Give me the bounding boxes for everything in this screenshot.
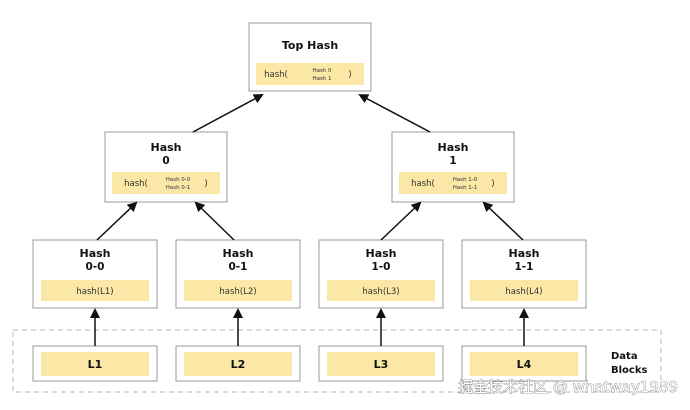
leaf-l1: L1 bbox=[32, 345, 158, 382]
hash-0-1-title: Hash bbox=[222, 247, 253, 260]
hash-1-0-sub: 1-0 bbox=[372, 261, 391, 273]
leaf-l1-label: L1 bbox=[88, 358, 103, 371]
arrow-hash10-to-hash1 bbox=[380, 201, 422, 241]
hash-0-node: Hash 0 hash( Hash 0-0 Hash 0-1 ) bbox=[104, 131, 228, 203]
hash-1-0-node: Hash 1-0 hash(L3) bbox=[318, 239, 444, 309]
data-blocks-label-line1: Data bbox=[611, 351, 638, 362]
hash-1-0-inner: hash(L3) bbox=[362, 287, 399, 297]
data-blocks-region bbox=[12, 329, 662, 393]
arrow-hash1-to-top bbox=[358, 94, 431, 133]
top-hash-fn: hash( bbox=[264, 70, 288, 80]
arrow-hash00-to-hash0 bbox=[96, 201, 138, 241]
top-hash-arg1: Hash 0 bbox=[312, 68, 332, 74]
leaf-l3-label: L3 bbox=[374, 358, 389, 371]
arrow-hash0-to-top bbox=[192, 94, 264, 133]
hash-0-close: ) bbox=[204, 179, 207, 189]
top-hash-node: Top Hash hash( Hash 0 Hash 1 ) bbox=[248, 22, 372, 92]
leaf-l4: L4 bbox=[461, 345, 587, 382]
hash-1-1-inner: hash(L4) bbox=[505, 287, 542, 297]
leaf-l4-label: L4 bbox=[517, 358, 532, 371]
hash-1-sub: 1 bbox=[449, 155, 456, 167]
hash-0-sub: 0 bbox=[162, 155, 169, 167]
hash-0-1-sub: 0-1 bbox=[229, 261, 248, 273]
hash-0-1-inner: hash(L2) bbox=[219, 287, 256, 297]
hash-1-arg2: Hash 1-1 bbox=[453, 185, 478, 191]
hash-0-1-node: Hash 0-1 hash(L2) bbox=[175, 239, 301, 309]
arrow-hash11-to-hash1 bbox=[482, 201, 524, 241]
hash-0-fn: hash( bbox=[124, 179, 148, 189]
leaf-l2-label: L2 bbox=[231, 358, 246, 371]
hash-1-close: ) bbox=[491, 179, 494, 189]
arrow-hash01-to-hash0 bbox=[194, 201, 235, 241]
hash-0-arg2: Hash 0-1 bbox=[166, 185, 191, 191]
data-blocks-label-line2: Blocks bbox=[611, 365, 647, 376]
hash-1-fn: hash( bbox=[411, 179, 435, 189]
leaf-l2: L2 bbox=[175, 345, 301, 382]
hash-1-1-node: Hash 1-1 hash(L4) bbox=[461, 239, 587, 309]
hash-0-0-sub: 0-0 bbox=[86, 261, 105, 273]
hash-0-0-title: Hash bbox=[79, 247, 110, 260]
leaf-l3: L3 bbox=[318, 345, 444, 382]
hash-1-0-title: Hash bbox=[365, 247, 396, 260]
hash-0-0-node: Hash 0-0 hash(L1) bbox=[32, 239, 158, 309]
top-hash-close: ) bbox=[348, 70, 351, 80]
hash-1-1-sub: 1-1 bbox=[515, 261, 534, 273]
hash-1-title: Hash bbox=[437, 141, 468, 154]
hash-1-1-title: Hash bbox=[508, 247, 539, 260]
watermark-text: 掘金技术社区 @ whatway1989 bbox=[458, 378, 678, 396]
hash-0-0-inner: hash(L1) bbox=[76, 287, 113, 297]
hash-0-arg1: Hash 0-0 bbox=[166, 177, 191, 183]
top-hash-title: Top Hash bbox=[282, 39, 338, 52]
top-hash-arg2: Hash 1 bbox=[312, 76, 331, 82]
hash-0-title: Hash bbox=[150, 141, 181, 154]
hash-1-node: Hash 1 hash( Hash 1-0 Hash 1-1 ) bbox=[391, 131, 515, 203]
hash-1-arg1: Hash 1-0 bbox=[453, 177, 478, 183]
